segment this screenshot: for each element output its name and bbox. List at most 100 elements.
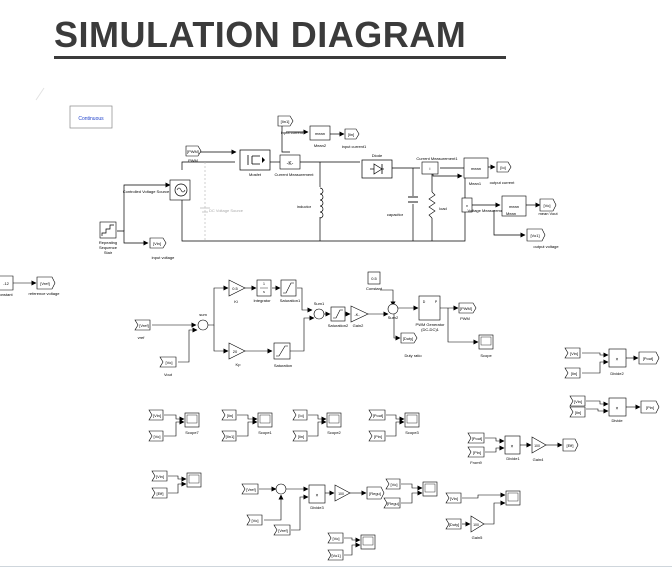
svg-text:[PWM]: [PWM] — [187, 149, 199, 154]
iin-from-scope1[interactable]: [Iin] — [221, 409, 237, 421]
divide3-block[interactable]: × Divide3 — [308, 484, 326, 510]
iin1-from-scope1[interactable]: [Iin1] — [221, 430, 237, 442]
inductor-block[interactable]: inductor — [297, 187, 324, 219]
eff-goto-tag[interactable]: [Eff] — [562, 438, 579, 452]
iin-goto-tag[interactable]: [Iin] input current1 — [342, 128, 367, 149]
scope7-block[interactable]: Scope7 — [184, 412, 200, 435]
sum-regu[interactable] — [275, 483, 287, 495]
gain2-block[interactable]: -K- Gain2 — [350, 305, 369, 328]
pwm-goto-tag[interactable]: [PWM] PWM — [458, 302, 477, 321]
vo1-from-bottom[interactable]: [Vo1] — [327, 549, 344, 561]
vref-from-regu[interactable]: [Vref] — [241, 483, 259, 495]
svg-text:[Vo1]: [Vo1] — [530, 233, 539, 238]
constant-block[interactable]: 0.5 Constant — [366, 271, 383, 291]
svg-text:Divide1: Divide1 — [506, 456, 520, 461]
ki-gain-block[interactable]: 0.5 Ki — [228, 279, 246, 304]
vref-goto-tag[interactable]: [Vref] reference voltage — [29, 276, 61, 296]
scope3-block[interactable]: Scope3 — [404, 412, 420, 435]
scope2-block[interactable]: Scope2 — [326, 412, 342, 435]
vo-from-bottom[interactable]: [Vo] — [327, 532, 344, 544]
mosfet-block[interactable]: Mosfet — [239, 149, 271, 177]
mean2-block[interactable]: mean Mean2 — [309, 125, 331, 148]
vin-from-duty-scope[interactable]: [Vin] — [445, 492, 462, 504]
mean1-block[interactable]: mean Mean1 — [463, 157, 489, 186]
current-measurement-output[interactable]: i Current Measurement1 — [416, 156, 458, 175]
duty-from-block[interactable]: [Duty] — [445, 518, 462, 530]
iin-from-divide2[interactable]: [Iin] — [564, 367, 581, 379]
scope-block[interactable]: Scope — [478, 334, 494, 358]
constant-minus12-block[interactable]: -12 onstant — [0, 275, 37, 297]
controlled-voltage-source[interactable]: Controlled Voltage Source — [123, 179, 191, 201]
title-underline — [54, 56, 506, 59]
capacitor-block[interactable]: capacitor — [387, 196, 418, 217]
pout-from-eff[interactable]: [Pout] — [467, 432, 485, 444]
saturation-block[interactable]: Saturation — [273, 342, 292, 368]
diode-block[interactable]: Diode — [361, 153, 393, 179]
vo-from-scope7[interactable]: [Vo] — [148, 430, 164, 442]
pwm-from-tag[interactable]: [PWM] PWM — [185, 145, 202, 163]
vin-from-lowerscope[interactable]: [Vin] — [151, 470, 168, 482]
scope-bottom[interactable] — [360, 534, 376, 550]
repeating-sequence-stair[interactable]: Repeating Sequence Stair — [99, 221, 118, 255]
pin-from-eff[interactable]: [Pin] From9 — [467, 446, 485, 465]
divide2-block[interactable]: × Divide2 — [608, 348, 627, 376]
pout-from-scope3[interactable]: [Pout] — [368, 409, 386, 421]
duty-goto-tag[interactable]: [Duty] Duty ratio — [400, 332, 422, 358]
svg-text:Scope7: Scope7 — [185, 430, 199, 435]
iin-from-scope2[interactable]: [Iin] — [292, 430, 308, 442]
pin-from-scope3[interactable]: [Pin] — [368, 430, 386, 442]
vref-from-tag[interactable]: [Vref] vref — [134, 319, 151, 340]
scope-duty[interactable] — [505, 490, 521, 506]
vo-goto-tag[interactable]: [Vo] mean Vout — [538, 198, 558, 216]
svg-text:[PWM]: [PWM] — [460, 306, 472, 311]
sum2-block[interactable]: Sum2 — [387, 303, 399, 320]
mean-block[interactable]: mean Mean — [501, 195, 527, 217]
voltage-measurement[interactable]: v Voltage Measurement — [461, 197, 507, 213]
vin-from-divide2[interactable]: [Vin] — [564, 347, 581, 359]
gain3-block[interactable]: 100 — [334, 484, 351, 502]
sum-block[interactable]: sum — [197, 312, 209, 331]
continuous-powergui-block[interactable]: Continuous — [69, 105, 113, 129]
svg-text:[Regu]: [Regu] — [369, 491, 381, 496]
pin-goto-tag[interactable]: [Pin] — [640, 400, 660, 414]
saturation2-block[interactable]: Saturation2 — [328, 306, 349, 328]
vo-from-tag[interactable]: [Vo] Vout — [159, 356, 177, 377]
regu-from-reguscope[interactable]: [Regu] — [383, 497, 401, 509]
gain5-block[interactable]: 100 Gain5 — [470, 515, 485, 540]
divide1-block[interactable]: × Divide1 — [504, 435, 520, 461]
eff-from-lowerscope[interactable]: [Eff] — [151, 487, 168, 499]
divide-block[interactable]: × Divide — [608, 397, 627, 423]
regu-goto-tag[interactable]: [Regu] — [366, 486, 385, 500]
iin1-goto-tag[interactable]: [Iin1] input current — [277, 115, 304, 135]
svg-text:vref: vref — [138, 335, 146, 340]
vin-from-scope7[interactable]: [Vin] — [148, 409, 164, 421]
current-measurement-input[interactable]: -K- Current Measurement — [275, 154, 315, 177]
sum1-block[interactable]: Sum1 — [313, 301, 325, 320]
gain4-block[interactable]: 100 Gain4 — [531, 436, 547, 462]
pout-goto-tag[interactable]: [Pout] — [638, 351, 660, 365]
scope-regu[interactable] — [422, 481, 438, 497]
svg-text:D: D — [423, 300, 426, 304]
vo1-goto-tag[interactable]: [Vo1] output voltage — [526, 228, 559, 249]
integrator-block[interactable]: 1 s Integrator — [253, 279, 272, 303]
vin-goto-tag[interactable]: [Vin] input voltage — [149, 237, 175, 260]
kp-gain-block[interactable]: 20 Kp — [228, 342, 246, 367]
svg-text:Controlled Voltage Source: Controlled Voltage Source — [123, 189, 170, 194]
scope1-block[interactable]: Scope1 — [257, 412, 273, 435]
scope-lower-left[interactable] — [186, 472, 202, 488]
vo-from-reguscope[interactable]: [Vo] — [385, 478, 401, 490]
io-goto-tag[interactable]: [Io] output current — [490, 161, 516, 185]
pwm-generator-block[interactable]: D P PWM Generator (DC-DC)1 — [416, 295, 446, 332]
load-resistor[interactable]: load — [428, 191, 447, 219]
vo-from-regu[interactable]: [Vo] — [246, 514, 263, 526]
svg-text:×: × — [616, 357, 619, 363]
dc-voltage-source[interactable]: DC Voltage Source — [200, 207, 244, 213]
svg-text:Saturation: Saturation — [274, 363, 292, 368]
iin-from-divide[interactable]: [Iin] — [569, 406, 586, 418]
svg-text:Sum2: Sum2 — [388, 315, 399, 320]
svg-text:[Iin1]: [Iin1] — [226, 434, 235, 439]
saturation1-block[interactable]: Saturation1 — [280, 279, 301, 303]
vref-from-regu2[interactable]: [Vref] — [273, 524, 291, 536]
vin-from-divide[interactable]: [Vin] — [569, 395, 586, 407]
io-from-scope2[interactable]: [Io] — [292, 409, 308, 421]
